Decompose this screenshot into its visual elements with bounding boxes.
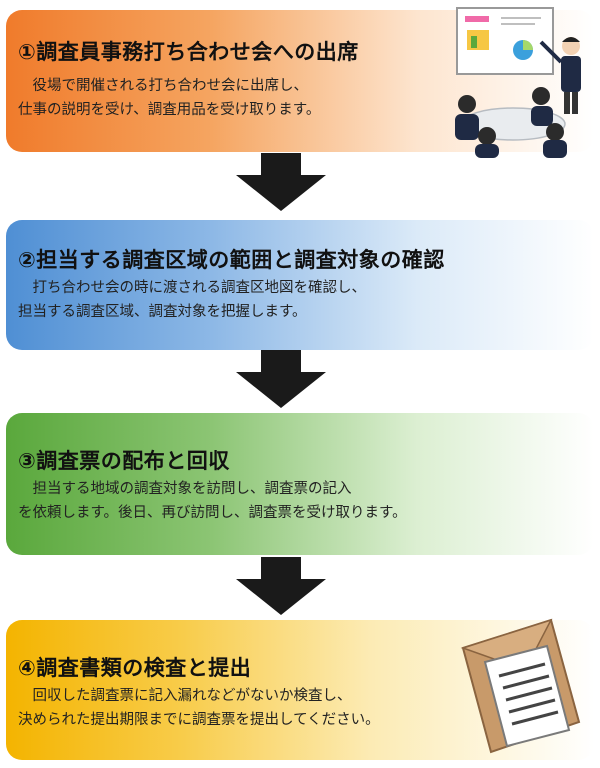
meeting-illustration-icon [455, 7, 581, 158]
step-3-title: ③調査票の配布と回収 [18, 449, 230, 473]
step-3-panel: ③調査票の配布と回収 担当する地域の調査対象を訪問し、調査票の記入 を依頼します… [6, 413, 594, 555]
step-2-panel: ②担当する調査区域の範囲と調査対象の確認 打ち合わせ会の時に渡される調査区地図を… [6, 220, 594, 350]
down-arrow-icon [236, 557, 326, 615]
step-4-description: 回収した調査票に記入漏れなどがないか検査し、 決められた提出期限までに調査票を提… [18, 688, 380, 728]
step-2-description: 打ち合わせ会の時に渡される調査区地図を確認し、 担当する調査区域、調査対象を把握… [18, 280, 366, 320]
down-arrow-icon [236, 350, 326, 408]
step-2-title: ②担当する調査区域の範囲と調査対象の確認 [18, 248, 445, 272]
envelope-documents-icon [460, 618, 581, 754]
step-3-description: 担当する地域の調査対象を訪問し、調査票の記入 を依頼します。後日、再び訪問し、調… [18, 481, 407, 521]
step-4-title: ④調査書類の検査と提出 [18, 656, 252, 680]
down-arrow-icon [236, 153, 326, 211]
step-1-description: 役場で開催される打ち合わせ会に出席し、 仕事の説明を受け、調査用品を受け取ります… [18, 78, 321, 118]
step-1-title: ①調査員事務打ち合わせ会への出席 [18, 40, 359, 64]
